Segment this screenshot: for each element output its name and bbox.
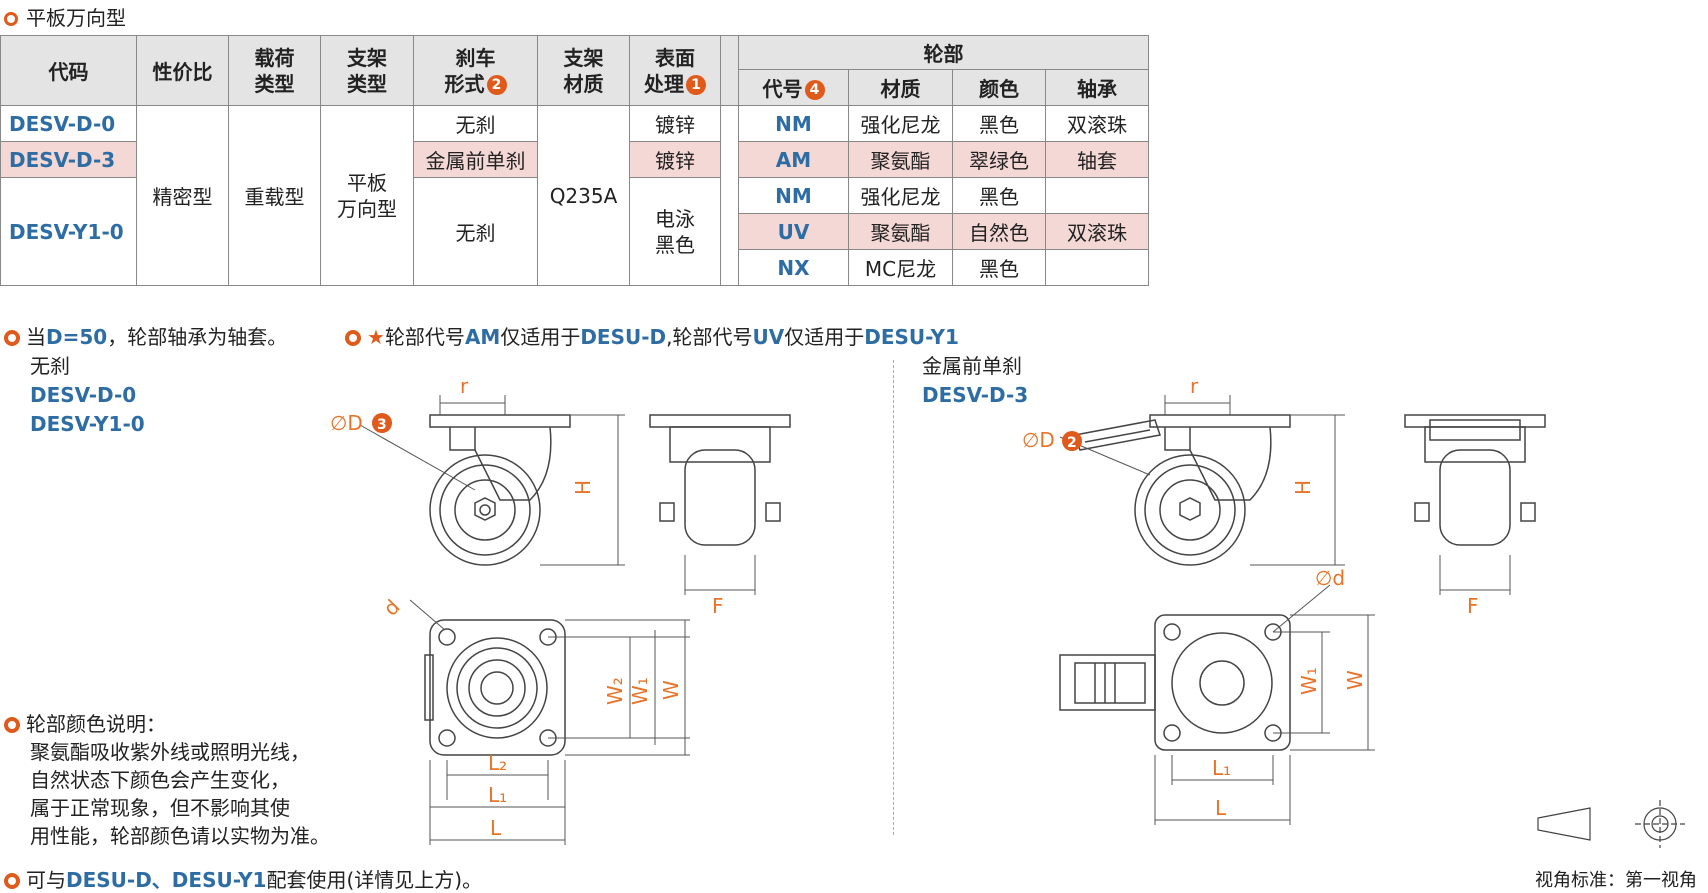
svg-text:3: 3 [377, 417, 387, 433]
wheel-material-cell: 聚氨酯 [848, 141, 953, 178]
badge-2-icon [1062, 431, 1082, 451]
wheel-code-cell: NX [738, 249, 849, 286]
bearing-cell: 轴套 [1045, 141, 1149, 178]
dim-l1: L₁ [1212, 756, 1231, 780]
drawing-divider [893, 360, 894, 835]
bullet-icon [4, 873, 20, 889]
wheel-code-cell: UV [738, 213, 849, 250]
svg-text:2: 2 [1067, 435, 1077, 451]
dim-l: L [490, 816, 502, 840]
badge-1: 1 [686, 74, 706, 95]
wheel-material-cell: 聚氨酯 [848, 213, 953, 250]
bearing-cell [1045, 177, 1149, 214]
badge-4: 4 [804, 80, 825, 100]
left-drawing-title: 无刹 [30, 354, 70, 378]
note-wheel-code: ★轮部代号AM仅适用于DESU-D,轮部代号UV仅适用于DESU-Y1 [345, 321, 959, 350]
header-code: 代码 [0, 35, 137, 106]
projection-symbol-icon [1537, 800, 1685, 848]
wheel-color-cell: 黑色 [952, 177, 1046, 214]
wheel-outer [429, 454, 541, 566]
dim-l1: L₁ [488, 783, 507, 807]
dim-f: F [712, 594, 724, 618]
left-drawing-caption: 无刹 DESV-D-0 DESV-Y1-0 [30, 354, 145, 436]
surface-cell: 镀锌 [629, 105, 721, 142]
dim-w1: W₁ [1297, 667, 1321, 695]
dim-small-d: ∅d [1315, 566, 1345, 590]
bullet-icon [4, 717, 20, 733]
note-compatible: 可与DESU-D、DESU-Y1配套使用(详情见上方)。 [4, 864, 482, 893]
dim-l: L [1215, 796, 1227, 820]
header-cost: 性价比 [136, 35, 229, 106]
dim-r: r [1190, 374, 1199, 398]
top-plate [429, 414, 571, 428]
header-wheel-material: 材质 [848, 69, 953, 106]
dim-w2: W₂ [603, 677, 627, 705]
bearing-cell: 双滚珠 [1045, 105, 1149, 142]
dim-h: H [1291, 480, 1315, 495]
wheel-color-cell: 黑色 [952, 105, 1046, 142]
right-caster-drawing: r H ∅D F ∅d W₁ W L₁ L 2 [1022, 374, 1546, 825]
dim-small-d: d [379, 595, 405, 621]
surface-cell: 镀锌 [629, 141, 721, 178]
badge-3-icon [372, 413, 392, 433]
badge-2: 2 [486, 74, 507, 95]
dim-w: W [1343, 670, 1367, 690]
note-d50: 当D=50，轮部轴承为轴套。 [4, 321, 287, 350]
wheel-color-cell: 黑色 [952, 249, 1046, 286]
section-header: 平板万向型 [4, 2, 126, 31]
section-title: 平板万向型 [26, 6, 126, 30]
dim-h: H [571, 480, 595, 495]
wheel-color-cell: 自然色 [952, 213, 1046, 250]
wheel-material-cell: 强化尼龙 [848, 177, 953, 214]
right-drawing-caption: 金属前单刹 DESV-D-3 [922, 354, 1029, 407]
brake-cell: 无刹 [413, 105, 538, 142]
dim-d: ∅D [1022, 428, 1055, 452]
wheel-code-cell: NM [738, 177, 849, 214]
bearing-cell [1045, 249, 1149, 286]
header-wheel: 轮部 [738, 35, 1149, 70]
code-cell: DESV-D-0 [0, 105, 137, 142]
load-cell: 重载型 [228, 105, 321, 286]
dim-r: r [460, 374, 469, 398]
wheel-material-cell: 强化尼龙 [848, 105, 953, 142]
bracket-material-cell: Q235A [537, 105, 630, 286]
right-drawing-title: 金属前单刹 [922, 354, 1022, 378]
wheel-code-cell: NM [738, 105, 849, 142]
dim-f: F [1467, 594, 1479, 618]
dim-l2: L₂ [488, 751, 507, 775]
header-bracket-type: 支架 类型 [320, 35, 414, 106]
dim-d: ∅D [330, 411, 363, 435]
wheel-color-note: 轮部颜色说明： 聚氨酯吸收紫外线或照明光线， 自然状态下颜色会产生变化， 属于正… [4, 710, 330, 850]
star-icon: ★ [367, 325, 385, 349]
brake-cell: 金属前单刹 [413, 141, 538, 178]
view-standard-label: 视角标准：第一视角 [1535, 870, 1697, 891]
cost-cell: 精密型 [136, 105, 229, 286]
left-caster-drawing: r H ∅D F d W₂ W₁ W L₂ L₁ L 3 [330, 374, 791, 845]
header-bearing: 轴承 [1045, 69, 1149, 106]
wheel-color-cell: 翠绿色 [952, 141, 1046, 178]
bullet-icon [4, 330, 20, 346]
header-spacer [720, 35, 739, 106]
dim-w1: W₁ [628, 677, 652, 705]
bearing-cell: 双滚珠 [1045, 213, 1149, 250]
spacer-cell [720, 105, 739, 286]
dim-w: W [659, 680, 683, 700]
bullet-ring-icon [4, 12, 18, 26]
surface-cell: 电泳 黑色 [629, 177, 721, 286]
header-bracket-material: 支架 材质 [537, 35, 630, 106]
bullet-icon [345, 330, 361, 346]
wheel-code-cell: AM [738, 141, 849, 178]
code-cell: DESV-D-3 [0, 141, 137, 178]
header-wheel-color: 颜色 [952, 69, 1046, 106]
brake-cell: 无刹 [413, 177, 538, 286]
wheel-material-cell: MC尼龙 [848, 249, 953, 286]
bracket-type-cell: 平板 万向型 [320, 105, 414, 286]
header-load-type: 载荷 类型 [228, 35, 321, 106]
code-cell: DESV-Y1-0 [0, 177, 137, 286]
